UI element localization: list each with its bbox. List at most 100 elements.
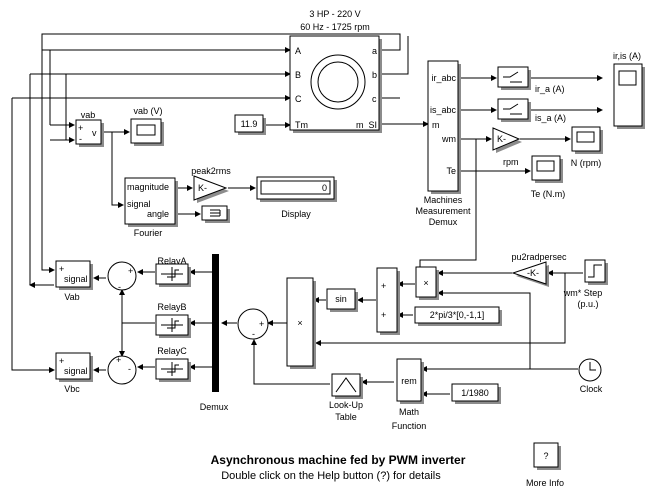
phase-constant-block[interactable]: 2*pi/3*[0,-1,1] <box>414 306 502 326</box>
relay-c-block[interactable]: RelayC <box>155 346 191 382</box>
triangle-wave-icon <box>335 377 357 393</box>
vab-v-label: v <box>92 128 97 138</box>
vab-scope[interactable]: vab (V) <box>130 106 164 146</box>
ir-is-scope-title: ir,is (A) <box>613 51 641 61</box>
scope-screen-icon <box>136 124 156 136</box>
peak2rms-gain-block[interactable]: peak2rms K- <box>191 166 231 203</box>
is-a-label: is_a (A) <box>535 113 566 123</box>
math-function-block[interactable]: rem Math Function <box>392 358 427 431</box>
step-block[interactable]: wm* Step (p.u.) <box>563 259 608 309</box>
motor-port-msi: m_SI <box>356 120 377 130</box>
lookup-label2: Table <box>335 412 357 422</box>
fourier-in-signal: signal <box>127 199 151 209</box>
motor-port-b-in: B <box>295 70 301 80</box>
math-function-label2: Function <box>392 421 427 431</box>
vab-sig-signal: signal <box>64 274 88 284</box>
measurement-out-te: Te <box>446 166 456 176</box>
clock-block[interactable]: Clock <box>578 358 603 394</box>
pu2radpersec-gain-block[interactable]: pu2radpersec -K- <box>511 252 567 287</box>
fourier-label: Fourier <box>134 228 163 238</box>
asynchronous-machine-block[interactable]: 3 HP - 220 V 60 Hz - 1725 rpm A B C Tm a… <box>289 9 382 133</box>
product-block-large[interactable]: × <box>286 277 316 369</box>
sum-vbc-plus: + <box>116 355 121 365</box>
vab-minus: - <box>79 134 82 144</box>
motor-port-c-in: C <box>295 94 302 104</box>
scope-screen-icon <box>576 131 595 143</box>
product-block-small[interactable]: × <box>415 266 439 300</box>
relay-b-label: RelayB <box>157 302 186 312</box>
te-scope[interactable]: Te (N.m) <box>531 155 566 199</box>
ir-is-scope[interactable]: ir,is (A) <box>613 51 645 129</box>
measurement-out-ir: ir_abc <box>431 73 456 83</box>
vab-voltage-source-block[interactable]: + signal Vab <box>55 260 93 302</box>
sum-phase-plus2: + <box>381 310 386 320</box>
help-button[interactable]: ? More Info <box>526 442 564 488</box>
step-label-l2: (p.u.) <box>577 299 598 309</box>
sum-modulation[interactable]: + - <box>237 308 269 340</box>
ir-a-label: ir_a (A) <box>535 84 565 94</box>
rpm-gain-value: K- <box>497 134 506 144</box>
display-block[interactable]: 0 Display <box>256 176 337 219</box>
diagram-subtitle: Double click on the Help button (?) for … <box>221 470 441 482</box>
fourier-block[interactable]: magnitude signal angle Fourier <box>124 177 178 238</box>
lookup-table-block[interactable]: Look-Up Table <box>329 373 363 422</box>
lookup-label1: Look-Up <box>329 400 363 410</box>
vbc-sig-signal: signal <box>64 366 88 376</box>
selector-switch-icon <box>503 103 522 115</box>
measurement-out-is: is_abc <box>430 105 457 115</box>
help-symbol: ? <box>543 451 548 461</box>
sin-label: sin <box>335 294 347 304</box>
frequency-constant-value: 1/1980 <box>461 388 489 398</box>
frequency-constant-block[interactable]: 1/1980 <box>451 383 501 404</box>
clock-hands-icon <box>589 362 596 371</box>
relay-a-block[interactable]: RelayA <box>155 256 191 287</box>
sum-vab[interactable]: + - <box>107 261 137 292</box>
is-a-selector-block[interactable]: is_a (A) <box>497 98 566 123</box>
product-small-symbol: × <box>423 278 428 288</box>
step-label-l1: wm* Step <box>563 288 603 298</box>
math-function-label1: Math <box>399 407 419 417</box>
measurement-label-l3: Demux <box>429 217 458 227</box>
diagram-title: Asynchronous machine fed by PWM inverter <box>211 453 466 467</box>
demux-block[interactable]: Demux <box>200 254 229 412</box>
rpm-gain-block[interactable]: K- rpm <box>492 127 522 167</box>
sum-phase-plus1: + <box>381 281 386 291</box>
selector-switch-icon <box>503 71 522 83</box>
te-scope-label: Te (N.m) <box>531 189 566 199</box>
vbc-voltage-source-block[interactable]: + signal Vbc <box>55 352 93 394</box>
n-rpm-scope[interactable]: N (rpm) <box>571 126 603 168</box>
vab-scope-title: vab (V) <box>133 106 162 116</box>
phase-constant-value: 2*pi/3*[0,-1,1] <box>430 310 485 320</box>
display-label: Display <box>281 209 311 219</box>
sum-vbc[interactable]: + - <box>107 355 137 385</box>
relay-hysteresis-icon <box>161 318 183 332</box>
product-symbol: × <box>297 318 302 328</box>
torque-constant-block[interactable]: 11.9 <box>234 114 266 135</box>
terminator-block[interactable] <box>201 205 230 223</box>
vab-voltage-measurement-block[interactable]: vab + - v <box>75 110 104 147</box>
sum-vab-minus: - <box>118 282 121 292</box>
sin-block[interactable]: sin <box>326 288 358 312</box>
ir-a-selector-block[interactable]: ir_a (A) <box>497 66 565 94</box>
fourier-in-angle: angle <box>147 209 169 219</box>
relay-b-block[interactable]: RelayB <box>155 302 191 338</box>
wires <box>11 33 603 397</box>
help-label: More Info <box>526 478 564 488</box>
sum-mod-plus: + <box>259 319 264 329</box>
sum-phase-block[interactable]: + + <box>376 267 400 335</box>
peak2rms-title: peak2rms <box>191 166 231 176</box>
demux-label: Demux <box>200 402 229 412</box>
machines-measurement-demux-block[interactable]: m ir_abc is_abc wm Te Machines Measureme… <box>415 60 471 227</box>
display-value: 0 <box>322 183 327 193</box>
motor-rating-line2: 60 Hz - 1725 rpm <box>300 22 370 32</box>
pu2rad-gain: -K- <box>527 268 539 278</box>
sum-vab-plus: + <box>128 266 133 276</box>
relay-c-label: RelayC <box>157 346 187 356</box>
relay-hysteresis-icon <box>161 362 183 376</box>
peak2rms-gain: K- <box>198 183 207 193</box>
motor-rotor-icon <box>317 61 359 103</box>
motor-port-a-in: A <box>295 46 301 56</box>
rpm-gain-label: rpm <box>503 157 519 167</box>
measurement-out-wm: wm <box>441 134 456 144</box>
